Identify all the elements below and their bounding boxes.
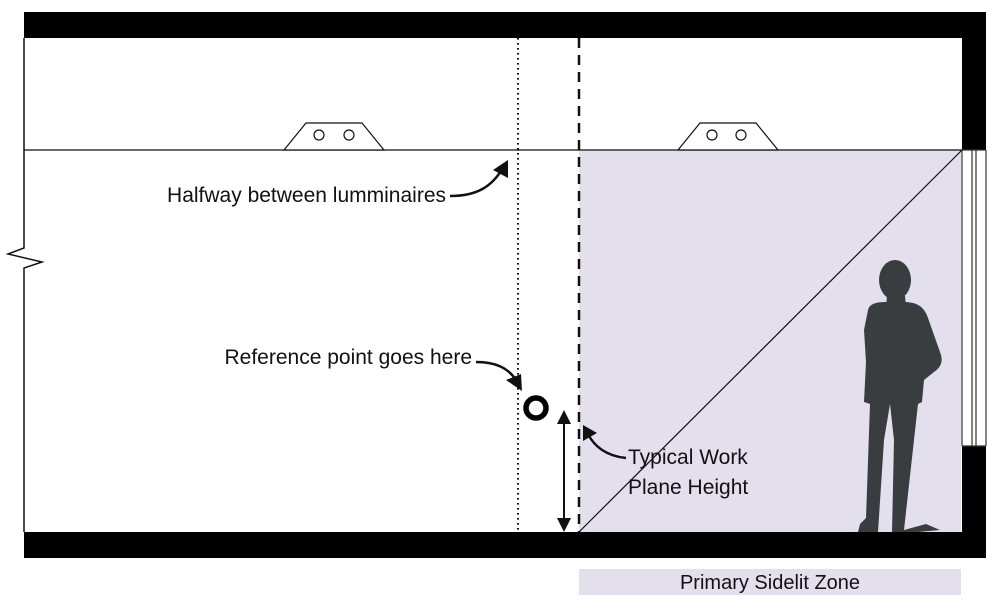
wall-upper bbox=[962, 38, 986, 150]
luminaire-icon bbox=[676, 122, 780, 151]
reference-point-icon bbox=[523, 395, 549, 421]
person-silhouette-icon bbox=[858, 260, 942, 532]
floor-slab bbox=[24, 532, 986, 558]
halfway-arrow bbox=[449, 167, 505, 198]
luminaire-icon bbox=[282, 122, 386, 151]
work-plane-label-line2: Plane Height bbox=[628, 476, 748, 499]
window bbox=[961, 149, 987, 447]
work-plane-arrowhead bbox=[583, 425, 597, 441]
ceiling-slab bbox=[24, 12, 986, 38]
zone-label: Primary Sidelit Zone bbox=[680, 572, 860, 594]
reference-arrow bbox=[475, 360, 518, 381]
wall-lower bbox=[962, 446, 986, 532]
reference-label: Reference point goes here bbox=[225, 346, 473, 369]
reference-arrowhead bbox=[506, 374, 522, 391]
zone-legend-bar bbox=[579, 569, 961, 595]
work-plane-dimension bbox=[557, 410, 571, 532]
break-line bbox=[5, 38, 45, 532]
halfway-label: Halfway between lumminaires bbox=[167, 184, 446, 207]
halfway-arrowhead bbox=[493, 160, 508, 178]
work-plane-label-line1: Typical Work bbox=[628, 446, 748, 469]
daylight-diagonal bbox=[578, 149, 963, 533]
